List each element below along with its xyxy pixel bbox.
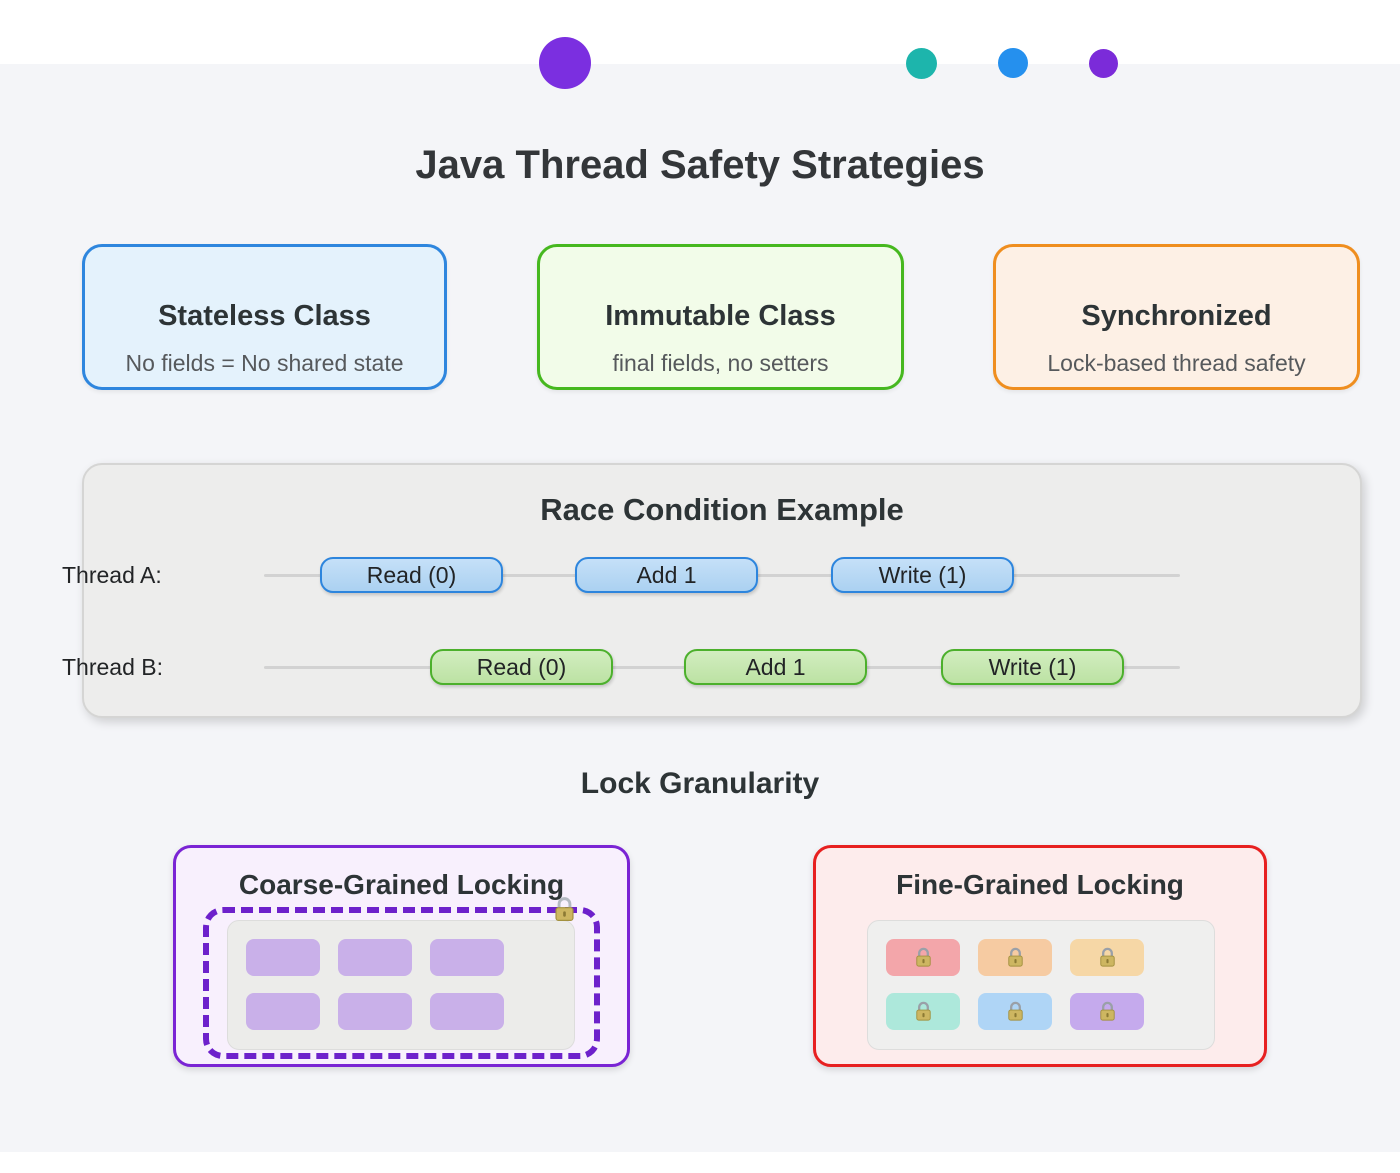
strategy-card-stateless: Stateless Class No fields = No shared st… [82, 244, 447, 390]
padlock-icon [550, 895, 579, 929]
thread-b-step-write: Write (1) [941, 649, 1124, 685]
card-subtitle: No fields = No shared state [125, 350, 404, 376]
card-subtitle: Lock-based thread safety [1047, 350, 1306, 376]
fine-grained-title: Fine-Grained Locking [896, 869, 1184, 900]
card-title: Synchronized [1081, 300, 1272, 332]
resource-cell [246, 939, 320, 976]
locked-resource-cell [978, 993, 1052, 1030]
strategy-card-immutable: Immutable Class final fields, no setters [537, 244, 904, 390]
thread-a-step-write: Write (1) [831, 557, 1014, 593]
padlock-icon [915, 947, 931, 967]
locked-resource-cell [1070, 939, 1144, 976]
card-title: Immutable Class [605, 300, 836, 332]
coarse-resource-grid [246, 939, 574, 1030]
fine-resource-grid [886, 939, 1214, 1030]
coarse-grained-panel: Coarse-Grained Locking [173, 845, 630, 1067]
padlock-icon [1007, 1001, 1023, 1021]
strategy-card-synchronized: Synchronized Lock-based thread safety [993, 244, 1360, 390]
thread-b-step-add: Add 1 [684, 649, 867, 685]
race-condition-title: Race Condition Example [540, 492, 904, 527]
large-purple-dot-icon [539, 37, 591, 89]
fine-grained-panel: Fine-Grained Locking [813, 845, 1267, 1067]
coarse-grained-title: Coarse-Grained Locking [238, 869, 565, 900]
locked-resource-cell [1070, 993, 1144, 1030]
locked-resource-cell [886, 939, 960, 976]
locked-resource-cell [978, 939, 1052, 976]
coarse-lock-boundary [203, 907, 600, 1059]
small-purple-dot-icon [1089, 49, 1118, 78]
teal-dot-icon [906, 48, 937, 79]
card-subtitle: final fields, no setters [612, 350, 829, 376]
thread-b-label: Thread B: [62, 654, 163, 680]
thread-a-step-read: Read (0) [320, 557, 503, 593]
resource-cell [430, 939, 504, 976]
locked-resource-cell [886, 993, 960, 1030]
card-title: Stateless Class [158, 300, 371, 332]
page-title: Java Thread Safety Strategies [415, 142, 985, 187]
padlock-icon [1007, 947, 1023, 967]
thread-b-step-read: Read (0) [430, 649, 613, 685]
thread-a-step-add: Add 1 [575, 557, 758, 593]
blue-dot-icon [998, 48, 1028, 78]
padlock-icon [1099, 947, 1115, 967]
fine-resource-tray [867, 920, 1215, 1050]
resource-cell [430, 993, 504, 1030]
padlock-icon [1099, 1001, 1115, 1021]
race-condition-panel: Race Condition Example Thread A: Read (0… [62, 463, 1362, 718]
padlock-icon [915, 1001, 931, 1021]
resource-cell [246, 993, 320, 1030]
resource-cell [338, 993, 412, 1030]
thread-a-label: Thread A: [62, 562, 162, 588]
resource-cell [338, 939, 412, 976]
coarse-resource-tray [227, 920, 575, 1050]
lock-granularity-heading: Lock Granularity [580, 767, 820, 800]
